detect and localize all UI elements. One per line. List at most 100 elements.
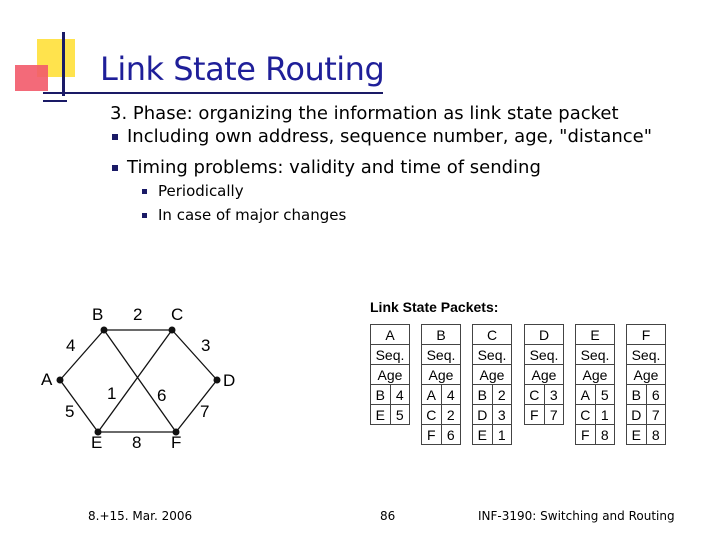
packets-title: Link State Packets:	[370, 299, 499, 315]
packet-header: E	[575, 324, 615, 345]
node-label-B: B	[92, 305, 103, 324]
packet-neighbor: C	[575, 404, 596, 425]
packet-age: Age	[472, 364, 512, 385]
packet-neighbor: A	[421, 384, 442, 405]
edge-weight-CE: 6	[157, 386, 166, 405]
packet-neighbor: B	[626, 384, 647, 405]
packet-distance: 1	[491, 424, 512, 445]
packet-age: Age	[370, 364, 410, 385]
title-decoration-hline	[43, 100, 67, 102]
node-dot-F	[172, 428, 180, 436]
packet-distance: 3	[491, 404, 512, 425]
packet-age: Age	[421, 364, 461, 385]
bullet-marker	[112, 165, 118, 171]
packet-distance: 7	[645, 404, 666, 425]
node-dot-C	[168, 326, 176, 334]
edge-weight-BF: 1	[107, 384, 116, 403]
edge-weight-EF: 8	[132, 433, 141, 452]
edge-DF	[175, 379, 218, 433]
packet-distance: 3	[543, 384, 564, 405]
title-decoration-red	[15, 65, 48, 91]
packet-seq: Seq.	[575, 344, 615, 365]
packet-distance: 1	[594, 404, 615, 425]
edge-weight-BC: 2	[133, 305, 142, 324]
packet-seq: Seq.	[524, 344, 564, 365]
bullet-marker	[112, 134, 118, 140]
node-dot-B	[100, 326, 108, 334]
packet-distance: 4	[389, 384, 410, 405]
edge-weight-DF: 7	[200, 402, 209, 421]
packet-distance: 2	[491, 384, 512, 405]
packet-neighbor: D	[626, 404, 647, 425]
footer-page-number: 86	[380, 509, 396, 523]
footer-course: INF-3190: Switching and Routing	[478, 509, 675, 523]
sub-bullet-item: Periodically	[158, 182, 244, 200]
packet-seq: Seq.	[421, 344, 461, 365]
slide-title: Link State Routing	[100, 50, 385, 88]
phase-line: 3. Phase: organizing the information as …	[110, 103, 619, 124]
node-label-A: A	[41, 370, 53, 389]
packet-neighbor: E	[626, 424, 647, 445]
node-dot-D	[213, 376, 221, 384]
packet-neighbor: E	[370, 404, 391, 425]
packet-age: Age	[626, 364, 666, 385]
sub-bullet-item: In case of major changes	[158, 206, 347, 224]
packet-neighbor: F	[575, 424, 596, 445]
node-dot-A	[56, 376, 64, 384]
packet-distance: 8	[645, 424, 666, 445]
node-label-D: D	[223, 371, 235, 390]
packet-header: D	[524, 324, 564, 345]
packet-neighbor: B	[472, 384, 493, 405]
edge-weight-CD: 3	[201, 336, 210, 355]
node-label-C: C	[171, 305, 183, 324]
packet-distance: 5	[594, 384, 615, 405]
packet-distance: 8	[594, 424, 615, 445]
packet-neighbor: A	[575, 384, 596, 405]
edge-CE	[97, 329, 173, 433]
node-dot-E	[94, 428, 102, 436]
title-decoration-vline	[62, 32, 65, 96]
packet-neighbor: B	[370, 384, 391, 405]
packet-seq: Seq.	[626, 344, 666, 365]
packet-distance: 5	[389, 404, 410, 425]
edge-weight-AE: 5	[65, 402, 74, 421]
packet-distance: 7	[543, 404, 564, 425]
edge-BF	[103, 329, 177, 433]
packet-seq: Seq.	[370, 344, 410, 365]
bullet-item: Including own address, sequence number, …	[127, 126, 652, 147]
bullet-item: Timing problems: validity and time of se…	[127, 157, 541, 178]
packet-distance: 6	[440, 424, 461, 445]
footer-date: 8.+15. Mar. 2006	[88, 509, 193, 523]
packet-distance: 2	[440, 404, 461, 425]
packet-age: Age	[575, 364, 615, 385]
packet-header: C	[472, 324, 512, 345]
packet-neighbor: F	[421, 424, 442, 445]
packet-neighbor: E	[472, 424, 493, 445]
packet-distance: 6	[645, 384, 666, 405]
edge-CD	[171, 329, 218, 381]
packet-distance: 4	[440, 384, 461, 405]
sub-bullet-marker	[142, 189, 147, 194]
packet-neighbor: C	[421, 404, 442, 425]
title-underline	[43, 92, 383, 94]
edge-AB	[59, 329, 105, 381]
packet-neighbor: D	[472, 404, 493, 425]
